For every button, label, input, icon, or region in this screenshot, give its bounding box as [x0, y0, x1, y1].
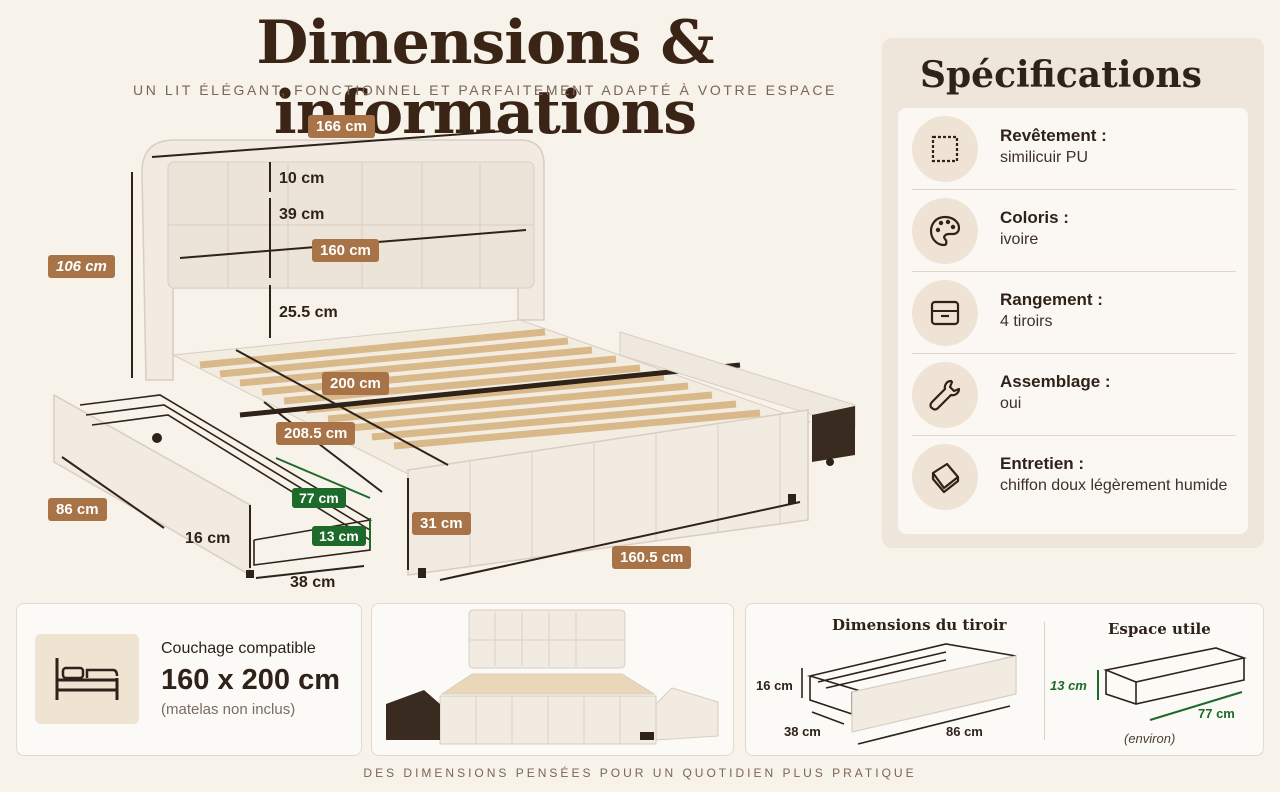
wrench-icon — [912, 362, 978, 428]
spec-label: Revêtement : — [1000, 126, 1107, 145]
dim-frame-height: 31 cm — [412, 512, 471, 535]
specifications-card: Spécifications Revêtement : similicuir P… — [882, 38, 1264, 548]
dim-drawer-usable-length: 77 cm — [292, 488, 346, 508]
drawer-height-label: 16 cm — [756, 678, 793, 693]
dim-headboard-panel: 39 cm — [279, 206, 325, 223]
mattress-label: Couchage compatible — [161, 640, 316, 657]
dim-drawer-usable-height: 13 cm — [312, 526, 366, 546]
bed-icon — [35, 634, 139, 724]
mattress-panel: Couchage compatible 160 x 200 cm (matela… — [16, 603, 362, 756]
dim-headboard-top: 10 cm — [279, 170, 325, 187]
spec-title: Spécifications — [920, 54, 1202, 96]
spec-value: 4 tiroirs — [1000, 313, 1053, 330]
usable-space-title: Espace utile — [1108, 620, 1211, 638]
drawer-width-label: 38 cm — [784, 724, 821, 739]
spec-value: ivoire — [1000, 231, 1039, 248]
dim-frame-width: 160.5 cm — [612, 546, 692, 569]
spec-item-coloris: Coloris : ivoire — [912, 190, 1236, 272]
spec-label: Assemblage : — [1000, 372, 1111, 391]
spec-value: chiffon doux légèrement humide — [1000, 477, 1228, 494]
bed-illustration: 166 cm 10 cm 39 cm 160 cm 106 cm 25.5 cm… — [40, 110, 880, 600]
spec-value: oui — [1000, 395, 1022, 412]
drawer-dimensions-panel: Dimensions du tiroir 16 cm 38 cm 86 cm E… — [745, 603, 1264, 756]
dim-clearance: 25.5 cm — [279, 304, 338, 321]
spec-label: Entretien : — [1000, 454, 1085, 473]
dim-width-total: 166 cm — [308, 115, 375, 138]
drawer-front — [53, 393, 251, 577]
spec-item-entretien: Entretien : chiffon doux légèrement humi… — [912, 436, 1236, 518]
usable-length-label: 77 cm — [1198, 706, 1235, 721]
dim-headboard-inner: 160 cm — [312, 239, 379, 262]
dim-length-total: 208.5 cm — [276, 422, 356, 445]
spec-item-rangement: Rangement : 4 tiroirs — [912, 272, 1236, 354]
spec-label: Coloris : — [1000, 208, 1069, 227]
fabric-icon — [912, 116, 978, 182]
mattress-note: (matelas non inclus) — [161, 701, 296, 718]
spec-list: Revêtement : similicuir PU Coloris : ivo… — [898, 108, 1248, 534]
spec-label: Rangement : — [1000, 290, 1103, 309]
footer-tagline: DES DIMENSIONS PENSÉES POUR UN QUOTIDIEN… — [363, 766, 917, 780]
usable-note: (environ) — [1124, 731, 1176, 746]
dim-headboard-height: 106 cm — [48, 255, 115, 278]
dim-drawer-height: 16 cm — [185, 530, 231, 547]
bed-front-panel — [371, 603, 734, 756]
drawer-front-small — [851, 655, 1017, 733]
page-subtitle: UN LIT ÉLÉGANT, FONCTIONNEL ET PARFAITEM… — [133, 82, 837, 98]
bed-front-image — [386, 609, 719, 745]
spec-item-assemblage: Assemblage : oui — [912, 354, 1236, 436]
mattress-size: 160 x 200 cm — [161, 664, 340, 696]
cloth-icon — [912, 444, 978, 510]
spec-value: similicuir PU — [1000, 149, 1088, 166]
drawer-length-label: 86 cm — [946, 724, 983, 739]
usable-height-label: 13 cm — [1050, 678, 1087, 693]
drawer-dimensions-title: Dimensions du tiroir — [832, 616, 1007, 634]
dim-drawer-length: 86 cm — [48, 498, 107, 521]
drawer-icon — [912, 280, 978, 346]
spec-item-revetement: Revêtement : similicuir PU — [912, 108, 1236, 190]
palette-icon — [912, 198, 978, 264]
panel-separator — [1044, 622, 1045, 740]
dim-length-inner: 200 cm — [322, 372, 389, 395]
page-title: Dimensions & informations — [256, 8, 714, 148]
dim-drawer-width: 38 cm — [290, 574, 336, 591]
drawer-drawing — [801, 643, 1247, 745]
